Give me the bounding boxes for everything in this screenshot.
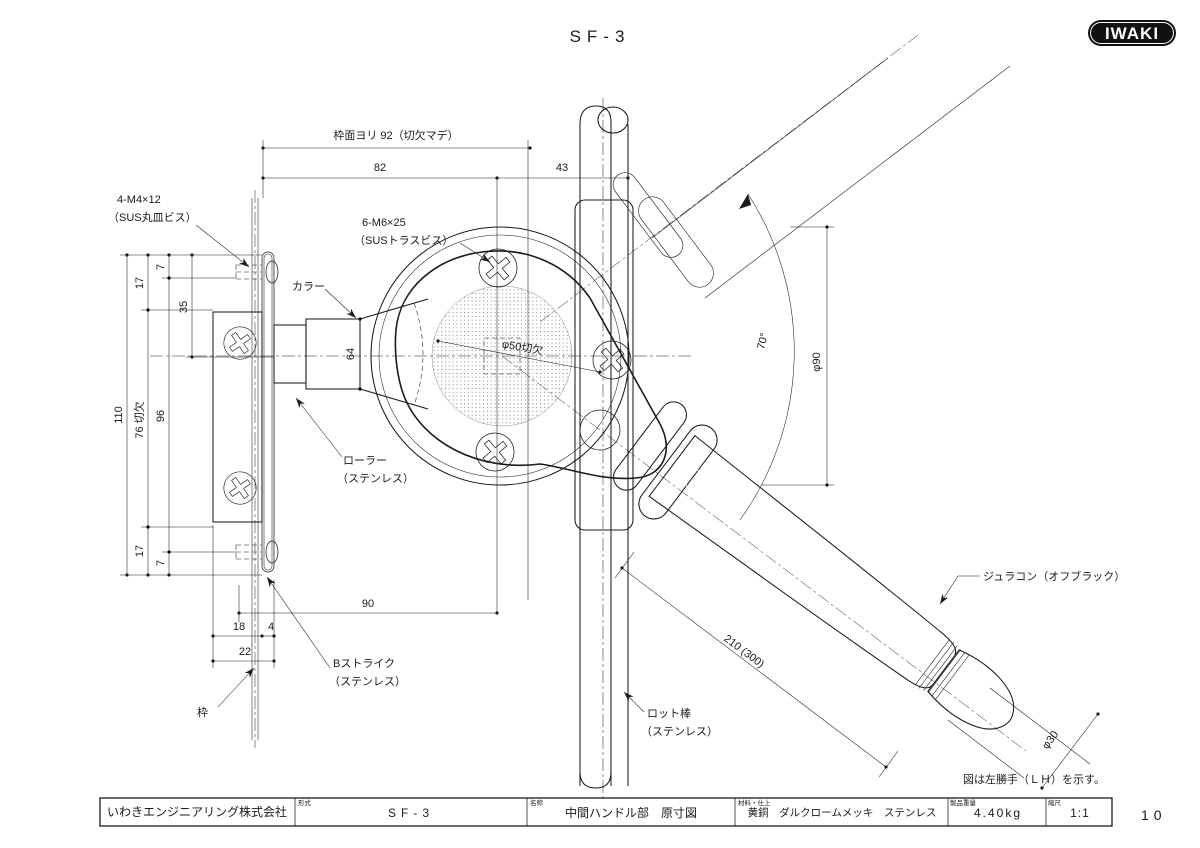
dim-4: 4 [268,621,274,633]
strike-plate [212,311,263,523]
dim-210: 210 (300) [721,633,766,671]
tb-weight-label: 製品重量 [950,798,977,807]
collar [273,298,429,410]
label-screw-m6: 6-M6×25 [362,217,406,229]
dim-17-top: 17 [134,277,146,289]
dim-phi30: φ30 [1040,729,1061,752]
tb-material: 黄銅 ダルクロームメッキ ステンレス [748,806,937,819]
label-screw-m4: 4-M4×12 [117,194,161,206]
dim-64: 64 [345,348,357,360]
rod-guide [574,199,634,531]
hub-screw-right [584,332,640,388]
dim-phi90: φ90 [811,352,823,371]
dim-22: 22 [239,646,251,658]
page-number: 10 [1141,807,1167,823]
label-strike-2: （ステンレス） [329,675,406,688]
label-screw-m6-2: （SUSトラスビス） [354,234,453,247]
label-strike: Bストライク [333,657,395,670]
dimensions: 枠面ヨリ 92（切欠マデ） 82 43 110 17 76 切欠 17 7 96… [113,128,1100,790]
label-collar: カラー [292,280,325,293]
tb-scale: 1:1 [1070,806,1090,820]
tb-name: 中間ハンドル部 原寸図 [565,805,697,820]
label-roller-2: （ステンレス） [337,472,414,485]
tb-model: SF-3 [388,806,434,820]
tb-model-label: 形式 [298,798,312,807]
hub-screw-top [470,240,526,296]
dim-70deg: 70° [755,332,771,351]
dim-17-bottom: 17 [134,545,146,557]
drawing-title: SF-3 [570,27,631,46]
handle-escutcheon [394,250,668,480]
tb-company: いわきエンジニアリング株式会社 [107,804,287,819]
dim-110: 110 [113,406,125,424]
square-spindle-hole [483,337,521,375]
label-roller: ローラー [343,455,387,467]
label-rod-2: （ステンレス） [641,725,718,738]
dim-7-bottom: 7 [155,560,167,566]
dim-frame-face: 枠面ヨリ 92（切欠マデ） [333,128,458,142]
label-frame: 枠 [197,705,208,719]
dim-35: 35 [178,301,190,313]
dim-82: 82 [374,162,386,174]
iwaki-logo-text: IWAKI [1105,24,1159,43]
handle-phantom [539,34,1011,323]
hub-screw-bottom [467,424,523,480]
hub [150,226,1027,752]
tb-scale-label: 縮尺 [1048,798,1062,807]
label-rod: ロット棒 [647,706,691,720]
handing-note: 図は左勝手（ＬＨ）を示す。 [963,772,1105,786]
tb-material-label: 材料・仕上 [738,798,771,807]
part-labels: 4-M4×12 （SUS丸皿ビス） 6-M6×25 （SUSトラスビス） カラー… [108,194,1125,738]
dim-18: 18 [233,621,245,633]
dim-76: 76 切欠 [132,401,146,438]
iwaki-logo: IWAKI [1088,20,1176,46]
label-grip: ジュラコン（オフブラック） [983,569,1125,583]
dim-90: 90 [362,598,374,610]
tb-weight: 4.40kg [974,806,1022,820]
dim-96: 96 [155,410,167,422]
title-block: いわきエンジニアリング株式会社 形式 SF-3 名称 中間ハンドル部 原寸図 材… [99,797,1113,827]
handle [613,401,1015,730]
grip [648,434,1015,730]
dim-43: 43 [556,162,568,174]
frame-and-plate [212,190,279,748]
tb-name-label: 名称 [530,798,544,807]
label-screw-m4-2: （SUS丸皿ビス） [108,211,197,224]
dim-7-top: 7 [155,264,167,270]
